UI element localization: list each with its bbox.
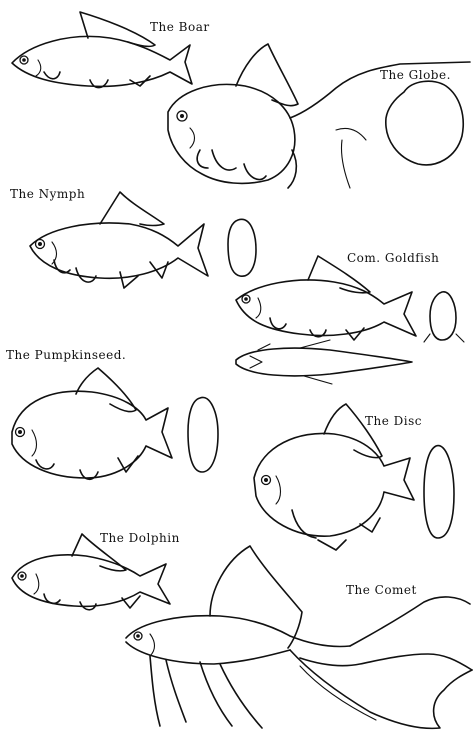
disc-cross-section (424, 446, 454, 538)
pumpkinseed-cross-section (188, 397, 218, 472)
common-goldfish-drawing (236, 256, 416, 340)
nymph-cross-section (228, 219, 256, 276)
label-the-nymph: The Nymph (10, 187, 85, 201)
globe-fish-drawing (168, 44, 470, 188)
label-the-globe: The Globe. (380, 68, 451, 82)
label-the-pumpkinseed: The Pumpkinseed. (6, 348, 126, 362)
label-the-boar: The Boar (150, 20, 210, 34)
pumpkinseed-fish-drawing (12, 368, 172, 479)
globe-cross-section (386, 81, 463, 165)
label-the-disc: The Disc (365, 414, 422, 428)
comet-fish-drawing (126, 546, 472, 728)
common-goldfish-top-view (236, 340, 412, 384)
dolphin-fish-drawing (12, 534, 170, 610)
common-goldfish-cross-section (424, 292, 464, 342)
label-common-goldfish: Com. Goldfish (347, 251, 439, 265)
nymph-fish-drawing (30, 192, 208, 288)
label-the-dolphin: The Dolphin (100, 531, 180, 545)
label-the-comet: The Comet (346, 583, 417, 597)
